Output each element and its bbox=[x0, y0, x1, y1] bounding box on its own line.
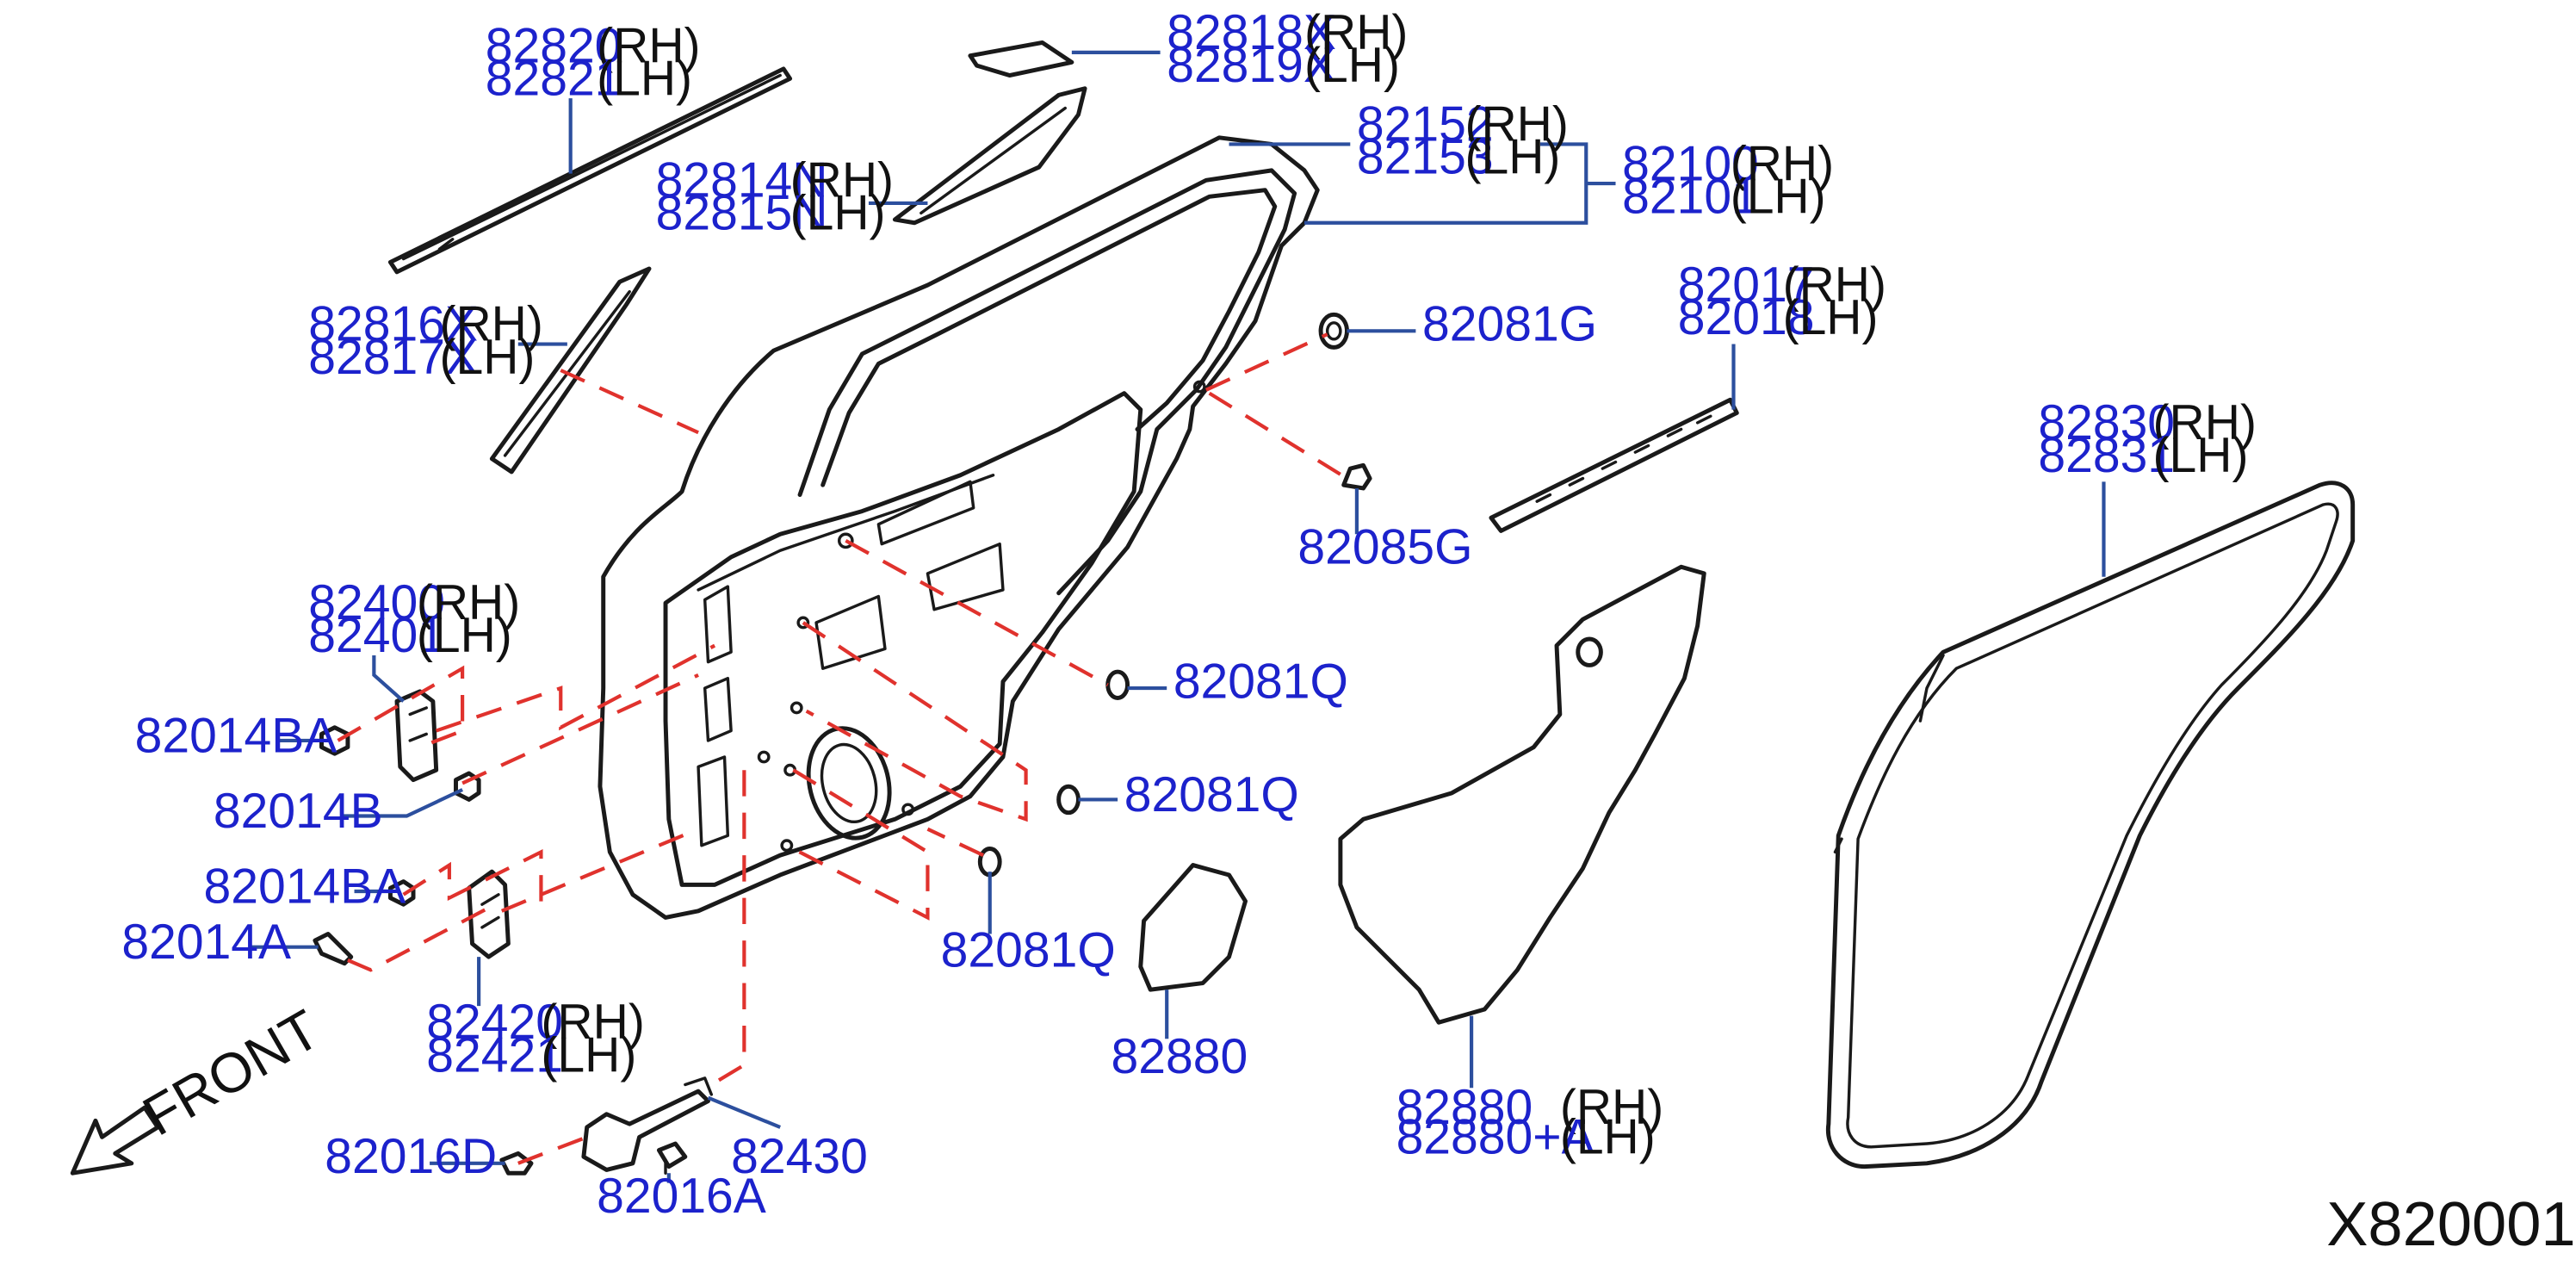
part-number-82818X: 82818X bbox=[1167, 5, 1336, 60]
part-number-82014BA-2: 82014BA bbox=[204, 859, 406, 914]
callout-82400: 82400 (RH) 82401 (LH) bbox=[308, 575, 520, 663]
side-rh: (RH) bbox=[1304, 5, 1408, 60]
side-rh: (RH) bbox=[1783, 257, 1886, 313]
callout-82152: 82152 (RH) 82153 (LH) bbox=[1357, 97, 1569, 185]
part-number-82819X: 82819X bbox=[1167, 38, 1336, 93]
side-lh: (LH) bbox=[439, 330, 535, 385]
part-number-82880-rh: 82880 bbox=[1396, 1080, 1533, 1135]
part-number-82016A: 82016A bbox=[597, 1169, 766, 1224]
part-82016D-bolt bbox=[499, 1151, 534, 1176]
part-82400-upper-hinge bbox=[394, 689, 439, 783]
side-lh: (LH) bbox=[1560, 1109, 1656, 1164]
callout-82880-pair: 82880 (RH) 82880+A (LH) bbox=[1396, 1080, 1664, 1164]
part-82880-sealing-screen bbox=[1338, 564, 1706, 1025]
part-82814-sash-molding bbox=[892, 86, 1087, 226]
side-rh: (RH) bbox=[541, 995, 644, 1050]
side-lh: (LH) bbox=[790, 185, 886, 240]
part-number-82430: 82430 bbox=[731, 1129, 868, 1184]
side-lh: (LH) bbox=[417, 608, 512, 663]
assembly-dashed-lines bbox=[337, 332, 1348, 1165]
part-82014BA-nut-1 bbox=[319, 725, 350, 756]
diagram-id: X820001B bbox=[2326, 1190, 2576, 1259]
side-rh: (RH) bbox=[439, 297, 542, 352]
part-82880-sealing-pad-small bbox=[1138, 863, 1248, 992]
part-number-82152: 82152 bbox=[1357, 97, 1494, 152]
part-number-82815N: 82815N bbox=[656, 185, 828, 240]
callout-82017: 82017 (RH) 82018 (LH) bbox=[1678, 257, 1886, 345]
part-82100-door-panel bbox=[598, 135, 1320, 920]
part-number-82017: 82017 bbox=[1678, 257, 1815, 313]
part-number-82101: 82101 bbox=[1622, 169, 1759, 224]
callout-82816X: 82816X (RH) 82817X (LH) bbox=[308, 297, 543, 385]
part-number-82018: 82018 bbox=[1678, 290, 1815, 345]
side-lh: (LH) bbox=[1304, 38, 1400, 93]
part-number-82820: 82820 bbox=[486, 18, 622, 73]
part-number-82420: 82420 bbox=[426, 995, 563, 1050]
side-rh: (RH) bbox=[597, 18, 700, 73]
part-number-82817X: 82817X bbox=[308, 330, 478, 385]
part-number-82016D: 82016D bbox=[325, 1129, 497, 1184]
part-number-82081Q-3: 82081Q bbox=[941, 923, 1116, 978]
side-rh: (RH) bbox=[417, 575, 520, 630]
front-arrow-icon bbox=[70, 1105, 160, 1176]
part-number-82085G: 82085G bbox=[1297, 519, 1472, 574]
side-lh: (LH) bbox=[2153, 428, 2249, 483]
part-number-82014BA-1: 82014BA bbox=[135, 708, 337, 763]
side-rh: (RH) bbox=[1464, 97, 1568, 152]
part-82081Q-plug-2 bbox=[1056, 784, 1081, 816]
callout-82814N: 82814N (RH) 82815N (LH) bbox=[656, 152, 894, 240]
part-number-82100: 82100 bbox=[1622, 136, 1759, 191]
side-rh: (RH) bbox=[790, 152, 894, 208]
side-lh: (LH) bbox=[541, 1027, 636, 1083]
part-82014BA-nut-2 bbox=[387, 879, 416, 907]
part-number-82153: 82153 bbox=[1357, 130, 1494, 185]
part-82081Q-plug-3 bbox=[977, 847, 1002, 878]
part-82420-lower-hinge bbox=[467, 869, 511, 959]
side-lh: (LH) bbox=[1464, 130, 1560, 185]
part-number-82014B: 82014B bbox=[214, 784, 383, 839]
part-number-82401: 82401 bbox=[308, 608, 445, 663]
side-lh: (LH) bbox=[1783, 290, 1879, 345]
part-82081G-grommet bbox=[1318, 312, 1349, 350]
part-82430-door-check bbox=[581, 1076, 714, 1172]
part-number-82421: 82421 bbox=[426, 1027, 563, 1083]
part-number-82830: 82830 bbox=[2038, 395, 2175, 450]
part-82830-door-weatherstrip bbox=[1825, 481, 2356, 1169]
callout-82818X: 82818X (RH) 82819X (LH) bbox=[1167, 5, 1408, 93]
part-number-82400: 82400 bbox=[308, 575, 445, 630]
part-number-82821: 82821 bbox=[486, 51, 622, 106]
part-82818-corner-piece bbox=[968, 40, 1074, 78]
callout-82820: 82820 (RH) 82821 (LH) bbox=[486, 18, 701, 106]
part-82085G-bumper bbox=[1341, 462, 1372, 491]
part-number-82081G: 82081G bbox=[1422, 297, 1597, 352]
part-number-82814N: 82814N bbox=[656, 152, 828, 208]
part-82017-inner-weatherstrip bbox=[1489, 397, 1739, 533]
side-rh: (RH) bbox=[1731, 136, 1834, 191]
part-82820-outer-weatherstrip bbox=[387, 66, 793, 275]
part-number-82081Q-1: 82081Q bbox=[1173, 654, 1348, 709]
part-number-82816X: 82816X bbox=[308, 297, 478, 352]
callout-82830: 82830 (RH) 82831 (LH) bbox=[2038, 395, 2257, 483]
callout-82420: 82420 (RH) 82421 (LH) bbox=[426, 995, 645, 1083]
front-label: FRONT bbox=[133, 997, 330, 1148]
side-lh: (LH) bbox=[597, 51, 692, 106]
part-number-82831: 82831 bbox=[2038, 428, 2175, 483]
part-82014A-bolt bbox=[313, 931, 354, 966]
part-number-82081Q-2: 82081Q bbox=[1124, 767, 1299, 822]
part-number-82880: 82880 bbox=[1112, 1029, 1248, 1084]
callout-82100: 82100 (RH) 82101 (LH) bbox=[1622, 136, 1834, 224]
side-lh: (LH) bbox=[1731, 169, 1826, 224]
side-rh: (RH) bbox=[1560, 1080, 1663, 1135]
part-82081Q-plug-1 bbox=[1105, 669, 1130, 700]
part-number-82880A-lh: 82880+A bbox=[1396, 1109, 1595, 1164]
side-rh: (RH) bbox=[2153, 395, 2257, 450]
leader-lines bbox=[249, 50, 2106, 1183]
part-number-82014A: 82014A bbox=[121, 915, 291, 970]
part-82016A-bolt bbox=[656, 1141, 688, 1175]
